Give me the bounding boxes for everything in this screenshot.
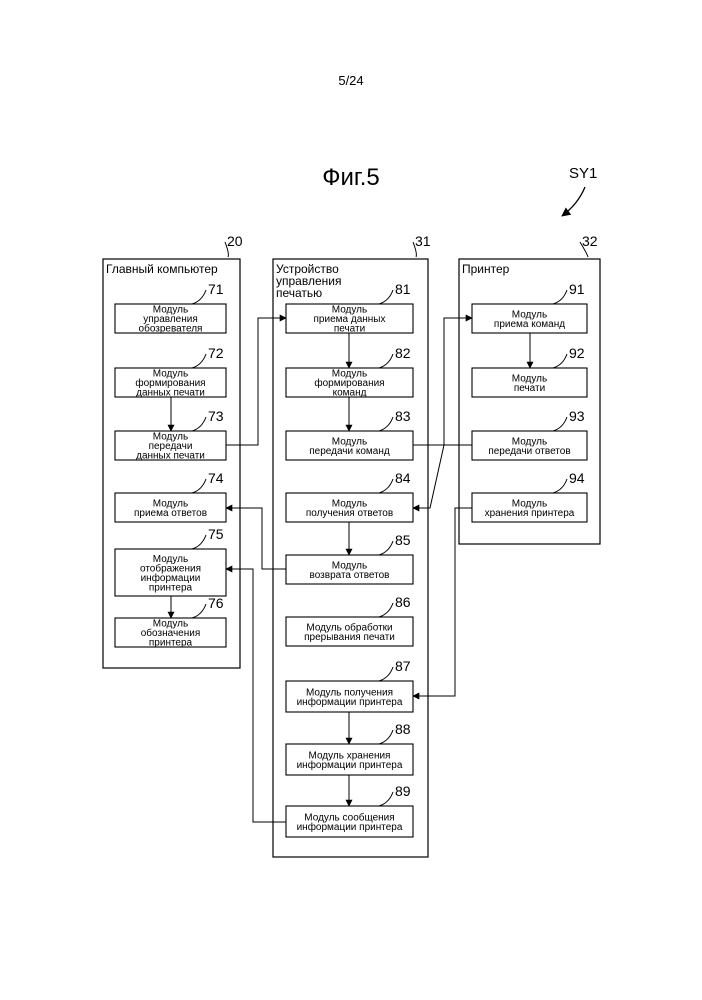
module-number: 87	[395, 658, 411, 674]
module-leader	[192, 417, 206, 431]
module-number: 93	[569, 408, 585, 424]
module-label: получения ответов	[306, 508, 393, 519]
module-number: 92	[569, 345, 585, 361]
module-leader	[379, 667, 393, 681]
module-label: передачи ответов	[488, 446, 570, 457]
connector-m73-m81	[226, 318, 286, 445]
module-label: информации принтера	[297, 696, 403, 708]
module-91: Модульприема команд91	[472, 281, 587, 333]
module-leader	[192, 535, 206, 549]
module-84: Модульполучения ответов84	[286, 470, 413, 522]
group-number-host: 20	[227, 233, 243, 249]
module-number: 94	[569, 470, 585, 486]
module-leader	[379, 730, 393, 744]
connector-m89-m75	[226, 569, 286, 822]
module-number: 91	[569, 281, 585, 297]
module-label: данных печати	[136, 451, 205, 462]
module-87: Модуль полученияинформации принтера87	[286, 658, 413, 712]
module-label: команд	[333, 388, 367, 399]
module-leader	[553, 417, 567, 431]
group-number-ctrl: 31	[415, 233, 431, 249]
module-leader	[192, 290, 206, 304]
system-pointer-arrow	[562, 187, 585, 216]
group-title-ctrl: печатью	[276, 286, 322, 300]
module-leader	[379, 417, 393, 431]
module-71: Модульуправленияобозревателя71	[115, 281, 226, 335]
module-93: Модульпередачи ответов93	[472, 408, 587, 460]
group-number-printer: 32	[582, 233, 598, 249]
module-label: печати	[334, 324, 365, 335]
module-leader	[553, 354, 567, 368]
module-leader	[553, 290, 567, 304]
connector-m85-m74	[226, 508, 286, 569]
connector-m93-m84	[413, 445, 472, 508]
module-label: информации принтера	[297, 821, 403, 833]
module-number: 85	[395, 532, 411, 548]
module-number: 71	[208, 281, 224, 297]
module-leader	[379, 792, 393, 806]
module-94: Модульхранения принтера94	[472, 470, 587, 522]
module-leader	[379, 479, 393, 493]
module-number: 88	[395, 721, 411, 737]
module-leader	[192, 479, 206, 493]
module-label: печати	[514, 383, 545, 394]
group-title-host: Главный компьютер	[106, 262, 218, 276]
module-86: Модуль обработкипрерывания печати86	[286, 594, 413, 646]
module-number: 72	[208, 345, 224, 361]
module-leader	[192, 604, 206, 618]
module-label: принтера	[149, 638, 193, 649]
module-number: 74	[208, 470, 224, 486]
module-leader	[379, 603, 393, 617]
module-number: 76	[208, 595, 224, 611]
module-label: приема команд	[494, 319, 565, 330]
module-label: информации принтера	[297, 759, 403, 771]
module-leader	[379, 541, 393, 555]
module-number: 86	[395, 594, 411, 610]
module-number: 75	[208, 526, 224, 542]
module-leader	[379, 290, 393, 304]
module-leader	[553, 479, 567, 493]
module-label: обозревателя	[139, 323, 203, 335]
module-number: 82	[395, 345, 411, 361]
module-label: передачи команд	[309, 446, 390, 457]
module-number: 84	[395, 470, 411, 486]
module-leader	[192, 354, 206, 368]
module-label: хранения принтера	[485, 508, 575, 519]
module-label: принтера	[149, 582, 193, 593]
module-label: данных печати	[136, 388, 205, 399]
module-leader	[379, 354, 393, 368]
module-label: прерывания печати	[304, 632, 395, 643]
group-title-printer: Принтер	[462, 262, 510, 276]
module-number: 83	[395, 408, 411, 424]
module-75: Модульотображенияинформациипринтера75	[115, 526, 226, 596]
module-number: 73	[208, 408, 224, 424]
module-label: приема ответов	[134, 508, 207, 519]
module-number: 89	[395, 783, 411, 799]
module-label: возврата ответов	[310, 570, 390, 581]
module-number: 81	[395, 281, 411, 297]
module-72: Модульформированияданных печати72	[115, 345, 226, 399]
module-74: Модульприема ответов74	[115, 470, 226, 522]
connector-m94-m87	[413, 508, 472, 696]
connector-m83-m91	[413, 318, 472, 445]
